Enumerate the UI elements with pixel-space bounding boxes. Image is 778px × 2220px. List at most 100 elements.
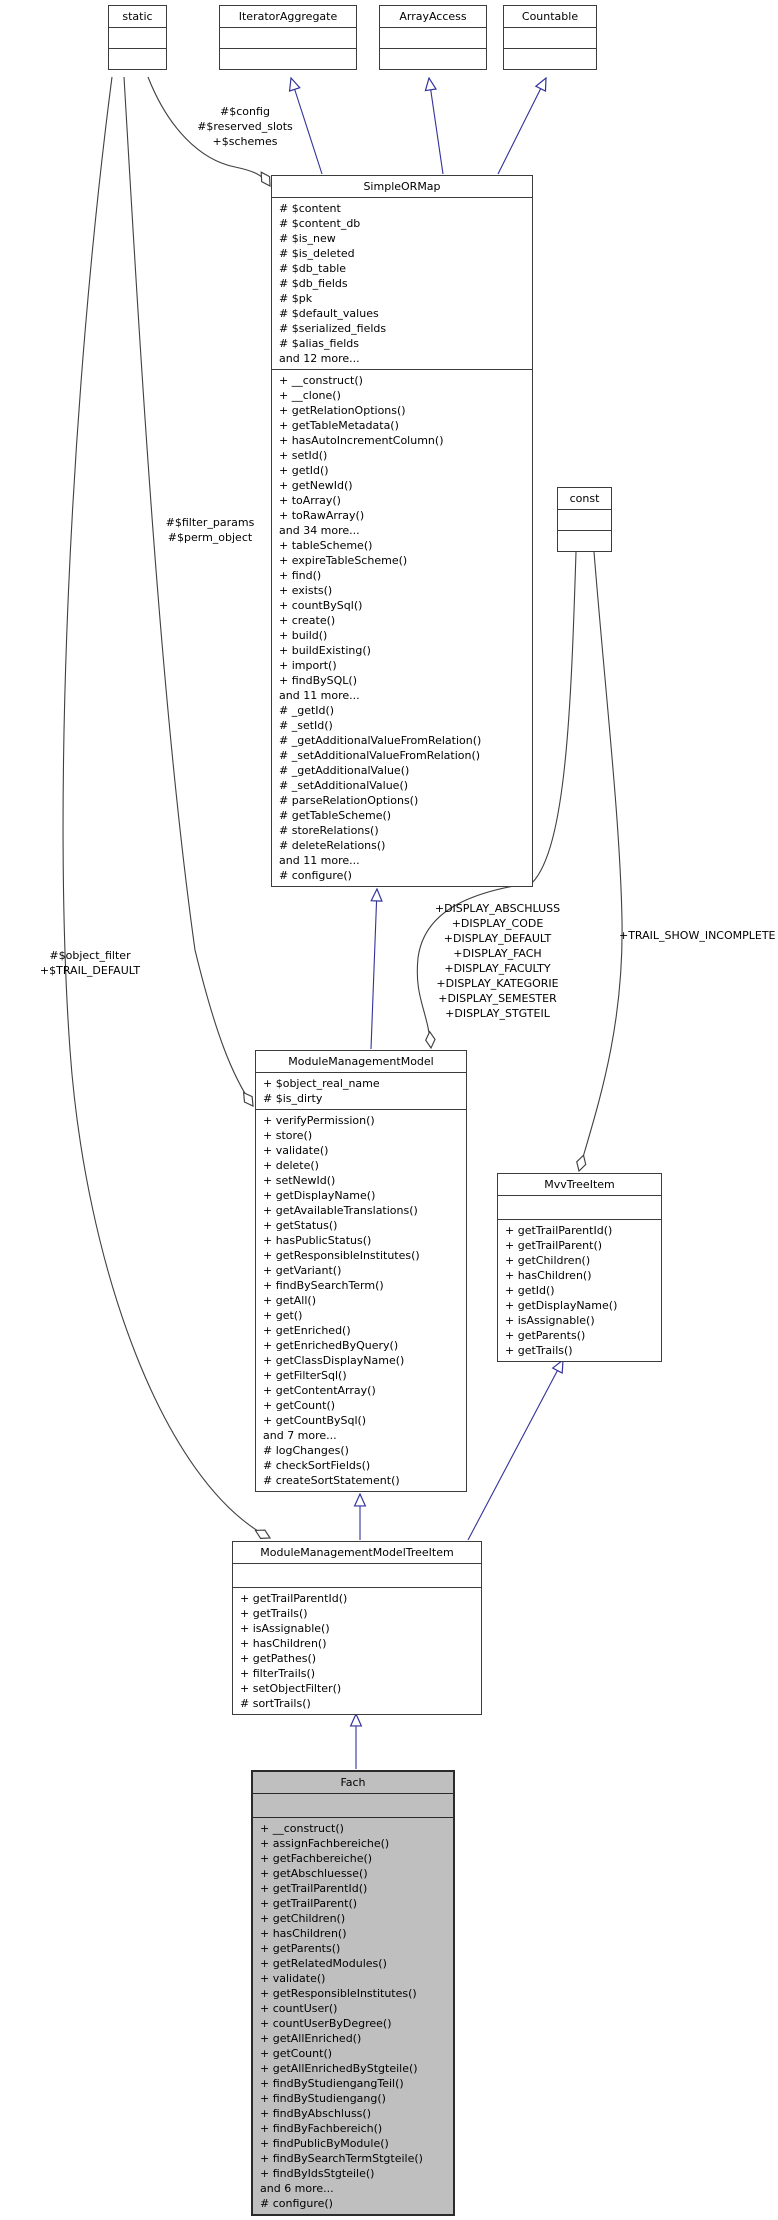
member-line: + buildExisting() [279, 644, 371, 657]
edge-label-static-treeitem: #$object_filter+$TRAIL_DEFAULT [28, 948, 152, 978]
member-line: + getTrailParent() [505, 1239, 603, 1252]
member-line: #$reserved_slots [197, 120, 293, 133]
member-line: + getDisplayName() [263, 1189, 376, 1202]
class-title: Countable [521, 10, 579, 23]
edge-inherit-simpleormap-countable [497, 78, 546, 175]
member-line: + delete() [263, 1159, 319, 1172]
class-attributes [558, 509, 611, 530]
edge-usage-const-modulemanagementmodel [416, 551, 577, 1050]
member-line: + filterTrails() [240, 1667, 316, 1680]
member-line: # sortTrails() [240, 1697, 311, 1710]
member-line: # deleteRelations() [279, 839, 386, 852]
member-line: # $content [279, 202, 341, 215]
member-line: + getAbschluesse() [260, 1867, 368, 1880]
class-modulemanagementmodel[interactable]: ModuleManagementModel + $object_real_nam… [255, 1050, 467, 1492]
member-line: #$perm_object [167, 531, 253, 544]
member-line: + $object_real_name [263, 1077, 380, 1090]
member-line: + validate() [260, 1972, 326, 1985]
member-line: + get() [263, 1309, 303, 1322]
member-line: + getRelationOptions() [279, 404, 406, 417]
member-line: + getNewId() [279, 479, 353, 492]
member-line: + tableScheme() [279, 539, 373, 552]
member-line: # $db_fields [279, 277, 348, 290]
member-line: + getId() [505, 1284, 555, 1297]
class-attributes: + $object_real_name# $is_dirty [256, 1072, 466, 1109]
member-line: + getRelatedModules() [260, 1957, 387, 1970]
class-title: Fach [340, 1776, 366, 1789]
member-line: # $is_deleted [279, 247, 355, 260]
member-line: # configure() [260, 2197, 333, 2210]
class-title: static [122, 10, 153, 23]
member-line: # $default_values [279, 307, 379, 320]
member-line: + countUserByDegree() [260, 2017, 392, 2030]
member-line: # parseRelationOptions() [279, 794, 419, 807]
member-line: + findByFachbereich() [260, 2122, 383, 2135]
member-line: +TRAIL_SHOW_INCOMPLETE [619, 929, 776, 942]
class-simpleormap[interactable]: SimpleORMap # $content# $content_db# $is… [271, 175, 533, 887]
member-line: + getCount() [260, 2047, 333, 2060]
member-line: +DISPLAY_SEMESTER [438, 992, 557, 1005]
member-line: + getTrailParent() [260, 1897, 358, 1910]
class-methods [109, 48, 166, 69]
class-title: IteratorAggregate [238, 10, 338, 23]
member-line: +DISPLAY_KATEGORIE [436, 977, 559, 990]
class-methods [558, 530, 611, 551]
class-methods: + getTrailParentId()+ getTrails()+ isAss… [233, 1587, 481, 1714]
class-title: ModuleManagementModel [288, 1055, 434, 1068]
member-line: + getAllEnrichedByStgteile() [260, 2062, 418, 2075]
class-fach: Fach + __construct()+ assignFachbereiche… [251, 1770, 455, 2216]
member-line: # $serialized_fields [279, 322, 387, 335]
class-title: MvvTreeItem [544, 1178, 615, 1191]
member-line: # $is_new [279, 232, 336, 245]
member-line: + toRawArray() [279, 509, 365, 522]
class-countable[interactable]: Countable [503, 5, 597, 70]
member-line: + getTrailParentId() [240, 1592, 348, 1605]
member-line: + findBySearchTermStgteile() [260, 2152, 423, 2165]
member-line: + __clone() [279, 389, 341, 402]
member-line: # _setAdditionalValue() [279, 779, 409, 792]
member-line: # _setAdditionalValueFromRelation() [279, 749, 481, 762]
edge-inherit-treeitem-mvvtreeitem [467, 1360, 563, 1541]
member-line: + setId() [279, 449, 328, 462]
member-line: + hasPublicStatus() [263, 1234, 372, 1247]
member-line: # $pk [279, 292, 313, 305]
class-methods: + __construct()+ assignFachbereiche()+ g… [253, 1817, 453, 2214]
member-line: + findByStudiengangTeil() [260, 2077, 404, 2090]
class-title: ArrayAccess [399, 10, 467, 23]
member-line: + findByIdsStgteile() [260, 2167, 375, 2180]
member-line: + store() [263, 1129, 313, 1142]
edge-usage-const-mvvtreeitem [576, 551, 623, 1173]
class-mvvtreeitem[interactable]: MvvTreeItem + getTrailParentId()+ getTra… [497, 1173, 662, 1362]
class-modulemanagementmodeltreeitem[interactable]: ModuleManagementModelTreeItem + getTrail… [232, 1541, 482, 1715]
edge-inherit-simpleormap-arrayaccess [429, 78, 444, 175]
class-attributes [498, 1195, 661, 1219]
member-line: + getAllEnriched() [260, 2032, 362, 2045]
class-static[interactable]: static [108, 5, 167, 70]
member-line: +DISPLAY_CODE [451, 917, 544, 930]
member-line: + getTrailParentId() [260, 1882, 368, 1895]
member-line: # configure() [279, 869, 352, 882]
member-line: + getCount() [263, 1399, 336, 1412]
member-line: and 11 more... [279, 689, 360, 702]
class-arrayaccess[interactable]: ArrayAccess [379, 5, 487, 70]
class-iteratoraggregate[interactable]: IteratorAggregate [219, 5, 357, 70]
member-line: + getVariant() [263, 1264, 342, 1277]
member-line: + getChildren() [260, 1912, 346, 1925]
class-attributes [109, 27, 166, 48]
member-line: + countBySql() [279, 599, 363, 612]
member-line: +DISPLAY_STGTEIL [445, 1007, 550, 1020]
class-const[interactable]: const [557, 487, 612, 552]
member-line: + getDisplayName() [505, 1299, 618, 1312]
member-line: +DISPLAY_FACH [453, 947, 542, 960]
member-line: + getClassDisplayName() [263, 1354, 405, 1367]
member-line: # $alias_fields [279, 337, 360, 350]
member-line: # _getAdditionalValueFromRelation() [279, 734, 482, 747]
class-attributes [253, 1793, 453, 1817]
member-line: # logChanges() [263, 1444, 349, 1457]
member-line: + getContentArray() [263, 1384, 376, 1397]
member-line: + getResponsibleInstitutes() [263, 1249, 420, 1262]
member-line: # createSortStatement() [263, 1474, 400, 1487]
class-methods [380, 48, 486, 69]
